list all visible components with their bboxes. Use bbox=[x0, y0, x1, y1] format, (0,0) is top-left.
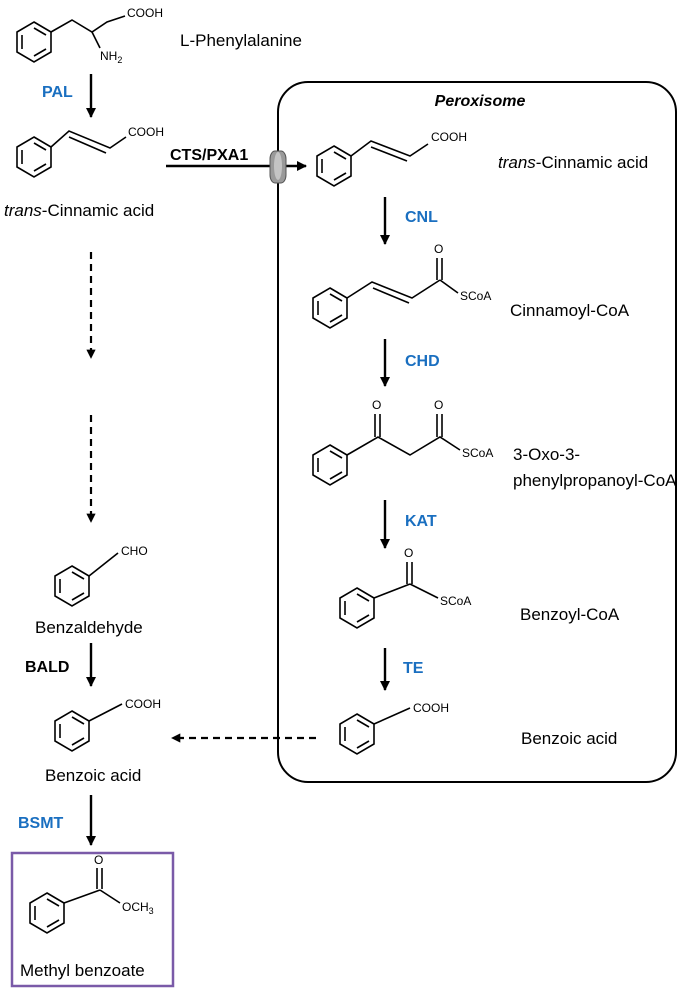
peroxisome-title: Peroxisome bbox=[435, 93, 526, 110]
methyl-benzoate-box bbox=[10, 851, 175, 988]
svg-text:CHO: CHO bbox=[121, 544, 148, 558]
oxo-phenylpropanoyl-coa-label-line1: 3-Oxo-3- bbox=[513, 445, 580, 464]
kat-enzyme-label: KAT bbox=[405, 513, 437, 530]
methyl-benzoate-structure: O OCH3 bbox=[29, 853, 154, 934]
svg-text:COOH: COOH bbox=[125, 697, 161, 711]
phenylalanine-structure: COOH NH2 bbox=[16, 6, 163, 65]
peroxisome-compartment bbox=[277, 81, 677, 783]
svg-text:COOH: COOH bbox=[128, 125, 164, 139]
te-enzyme-label: TE bbox=[403, 660, 424, 677]
cnl-enzyme-label: CNL bbox=[405, 209, 438, 226]
perox-benzoic-acid-label: Benzoic acid bbox=[521, 729, 617, 748]
svg-text:O: O bbox=[434, 398, 443, 412]
cinnamoyl-coa-label: Cinnamoyl-CoA bbox=[510, 301, 630, 320]
cinnamic-acid-structure: COOH bbox=[16, 125, 164, 178]
perox-cinnamic-acid-label: trans-Cinnamic acid bbox=[498, 153, 648, 172]
cinnamoyl-coa-structure: O SCoA bbox=[312, 242, 491, 329]
svg-text:SCoA: SCoA bbox=[460, 289, 491, 303]
perox-cinnamic-acid-structure: COOH bbox=[316, 130, 467, 187]
svg-text:O: O bbox=[434, 242, 443, 256]
svg-text:OCH3: OCH3 bbox=[122, 900, 154, 916]
svg-text:COOH: COOH bbox=[413, 701, 449, 715]
benzoic-acid-label: Benzoic acid bbox=[45, 766, 141, 785]
perox-benzoic-acid-structure: COOH bbox=[339, 701, 449, 755]
benzoyl-coa-label: Benzoyl-CoA bbox=[520, 605, 620, 624]
transporter-channel bbox=[269, 150, 287, 184]
svg-text:SCoA: SCoA bbox=[440, 594, 471, 608]
benzaldehyde-label: Benzaldehyde bbox=[35, 618, 143, 637]
bald-enzyme-label: BALD bbox=[25, 659, 69, 676]
svg-text:O: O bbox=[94, 853, 103, 867]
oxo-phenylpropanoyl-coa-structure: O O SCoA bbox=[312, 398, 493, 486]
benzoyl-coa-structure: O SCoA bbox=[339, 546, 471, 629]
methyl-benzoate-label: Methyl benzoate bbox=[20, 961, 145, 980]
phenylalanine-label: L-Phenylalanine bbox=[180, 31, 302, 50]
svg-text:SCoA: SCoA bbox=[462, 446, 493, 460]
pal-enzyme-label: PAL bbox=[42, 84, 73, 101]
svg-text:COOH: COOH bbox=[127, 6, 163, 20]
bsmt-enzyme-label: BSMT bbox=[18, 815, 64, 832]
benzaldehyde-structure: CHO bbox=[54, 544, 148, 607]
svg-text:O: O bbox=[404, 546, 413, 560]
oxo-phenylpropanoyl-coa-label-line2: phenylpropanoyl-CoA bbox=[513, 471, 677, 490]
benzoic-acid-structure: COOH bbox=[54, 697, 161, 752]
svg-text:O: O bbox=[372, 398, 381, 412]
svg-text:NH2: NH2 bbox=[100, 49, 122, 65]
svg-text:COOH: COOH bbox=[431, 130, 467, 144]
cinnamic-acid-label: trans-Cinnamic acid bbox=[4, 201, 154, 220]
chd-enzyme-label: CHD bbox=[405, 353, 440, 370]
transporter-label: CTS/PXA1 bbox=[170, 147, 248, 164]
